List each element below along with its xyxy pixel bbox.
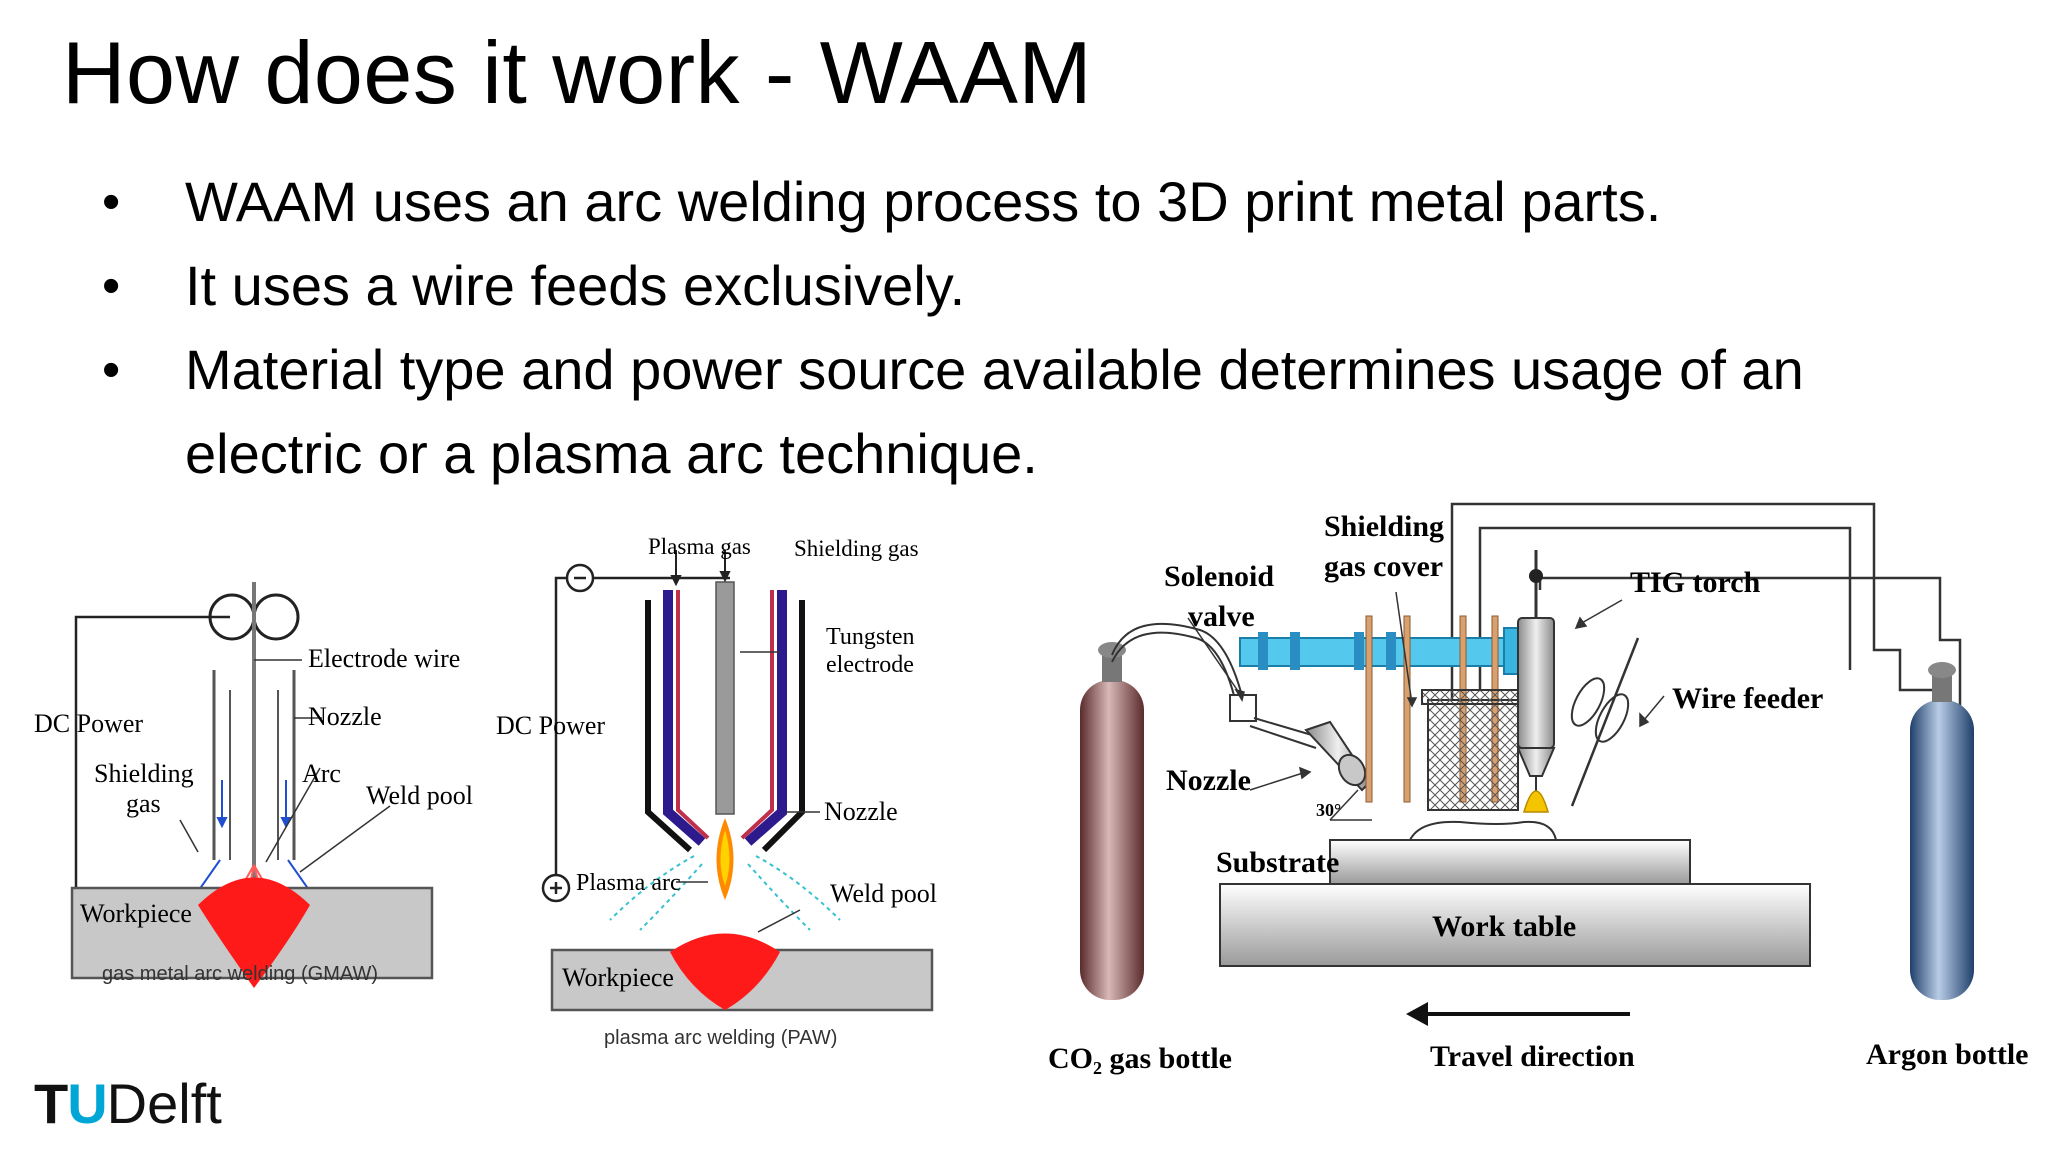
feed-roller — [252, 593, 300, 641]
leader-lines — [676, 651, 820, 933]
nozzle-tip — [1337, 753, 1367, 787]
tig-torch-tip — [1516, 747, 1556, 777]
gas-cover-box — [1427, 699, 1519, 811]
co2-bottle-label: CO₂ gas bottle — [1048, 1042, 1232, 1075]
bullet-item: • Material type and power source availabl… — [90, 328, 1990, 496]
gas-inlet-arrows — [670, 550, 731, 587]
circuit-wire — [74, 615, 230, 890]
co2-bottle — [1080, 680, 1144, 1000]
wire-feed — [1570, 637, 1640, 807]
plasma-gas-label: Plasma gas — [648, 534, 751, 559]
co2-hose — [1111, 622, 1247, 713]
solenoid-valve-label: valve — [1188, 600, 1255, 633]
shielding-gas-cover-clamp — [1354, 632, 1364, 670]
argon-gas-line — [1478, 526, 1852, 690]
gmaw-diagram: Electrode wire Nozzle DC Power Shielding… — [34, 582, 473, 988]
tungsten-electrode-label: electrode — [826, 652, 914, 678]
shielding-gas-flow — [609, 855, 841, 931]
tu-delft-logo: TUDelft — [34, 1074, 222, 1134]
bullet-list: • WAAM uses an arc welding process to 3D … — [90, 160, 1990, 496]
shielding-gas-cover-clamp — [1290, 632, 1300, 670]
work-table — [1219, 883, 1811, 967]
argon-valve — [1932, 674, 1952, 702]
gmaw-caption: gas metal arc welding (GMAW) — [102, 963, 378, 985]
inner-nozzle — [744, 590, 787, 846]
wire-feeder-spool — [1594, 693, 1630, 743]
nozzle-label: Nozzle — [1166, 764, 1251, 797]
tig-torch-knob — [1529, 569, 1543, 583]
shielding-gas-cover-label: Shielding — [1324, 510, 1444, 543]
deposited-part — [1408, 820, 1558, 841]
argon-bottle-label: Argon bottle — [1866, 1038, 2028, 1071]
substrate-label: Substrate — [1216, 846, 1339, 879]
tig-torch — [1517, 617, 1555, 749]
logo-u: U — [67, 1072, 107, 1135]
tungsten-electrode — [715, 581, 735, 815]
leader-lines — [1187, 591, 1665, 791]
outer-nozzle — [645, 600, 693, 853]
travel-direction-arrowhead — [1406, 1002, 1428, 1026]
co2-valve-cap — [1098, 642, 1126, 658]
waam-setup-diagram: Shielding gas cover Solenoid valve TIG t… — [1048, 502, 2028, 1075]
circuit-wire — [554, 576, 570, 900]
logo-t: T — [34, 1072, 68, 1135]
shielding-gas-label: gas — [126, 789, 161, 818]
workpiece-label: Workpiece — [80, 899, 192, 928]
shielding-gas-cover-clamp — [1258, 632, 1268, 670]
bullet-item: • It uses a wire feeds exclusively. — [90, 244, 1990, 328]
bullet-item: • WAAM uses an arc welding process to 3D … — [90, 160, 1990, 244]
tig-arc — [1523, 790, 1549, 813]
paw-caption: plasma arc welding (PAW) — [604, 1027, 837, 1049]
bullet-text: Material type and power source available… — [185, 338, 1804, 485]
bullet-text: It uses a wire feeds exclusively. — [185, 254, 966, 317]
work-table-label: Work table — [1432, 910, 1576, 943]
logo-delft: Delft — [106, 1072, 222, 1135]
shielding-gas-label: Shielding — [94, 759, 194, 788]
tig-torch-label: TIG torch — [1630, 566, 1761, 599]
argon-valve-cap — [1928, 662, 1956, 678]
dc-power-label: DC Power — [496, 711, 605, 740]
nozzle-label: Nozzle — [308, 702, 382, 731]
bullet-dot: • — [102, 341, 121, 399]
travel-direction-label: Travel direction — [1430, 1040, 1635, 1073]
paw-diagram: Plasma gas Shielding gas Tungsten electr… — [496, 534, 937, 1049]
bullet-dot: • — [102, 257, 121, 315]
weld-pool — [670, 933, 780, 1010]
gas-cover-box-top — [1421, 689, 1525, 705]
wire-feeder-spool — [1570, 677, 1606, 727]
angle-line — [1329, 789, 1359, 821]
solenoid-hose — [1249, 725, 1317, 749]
solenoid-valve-label: Solenoid — [1164, 560, 1274, 593]
solenoid-valve — [1229, 694, 1257, 722]
argon-bottle — [1910, 700, 1974, 1000]
plasma-arc-label: Plasma arc — [576, 870, 681, 896]
support-rod — [1365, 615, 1373, 803]
shielding-gas-cover-clamp — [1386, 632, 1396, 670]
inner-nozzle — [663, 590, 706, 846]
shielding-gas-label: Shielding gas — [794, 536, 919, 561]
inner-nozzle-lining — [740, 590, 774, 840]
electrode-wire-label: Electrode wire — [308, 644, 460, 673]
workpiece-label: Workpiece — [562, 963, 674, 992]
bullet-text: WAAM uses an arc welding process to 3D p… — [185, 170, 1662, 233]
plasma-arc-core — [720, 830, 730, 886]
slide-title: How does it work - WAAM — [62, 23, 1093, 122]
leader-lines — [179, 659, 391, 873]
shielding-gas-cover-label: gas cover — [1324, 550, 1443, 583]
bullet-dot: • — [102, 173, 121, 231]
weld-pool — [198, 877, 310, 988]
substrate — [1329, 839, 1691, 885]
wire-feeder-label: Wire feeder — [1672, 682, 1823, 715]
arc-label: Arc — [302, 759, 341, 788]
weld-pool-label: Weld pool — [366, 781, 473, 810]
nozzle-label: Nozzle — [824, 797, 898, 826]
inner-nozzle-lining — [676, 590, 710, 840]
weld-pool-label: Weld pool — [830, 879, 937, 908]
tungsten-electrode-label: Tungsten — [826, 624, 914, 650]
support-rod — [1403, 615, 1411, 803]
angle-label: 30° — [1316, 800, 1341, 820]
co2-valve — [1102, 654, 1122, 682]
dc-power-label: DC Power — [34, 709, 143, 738]
